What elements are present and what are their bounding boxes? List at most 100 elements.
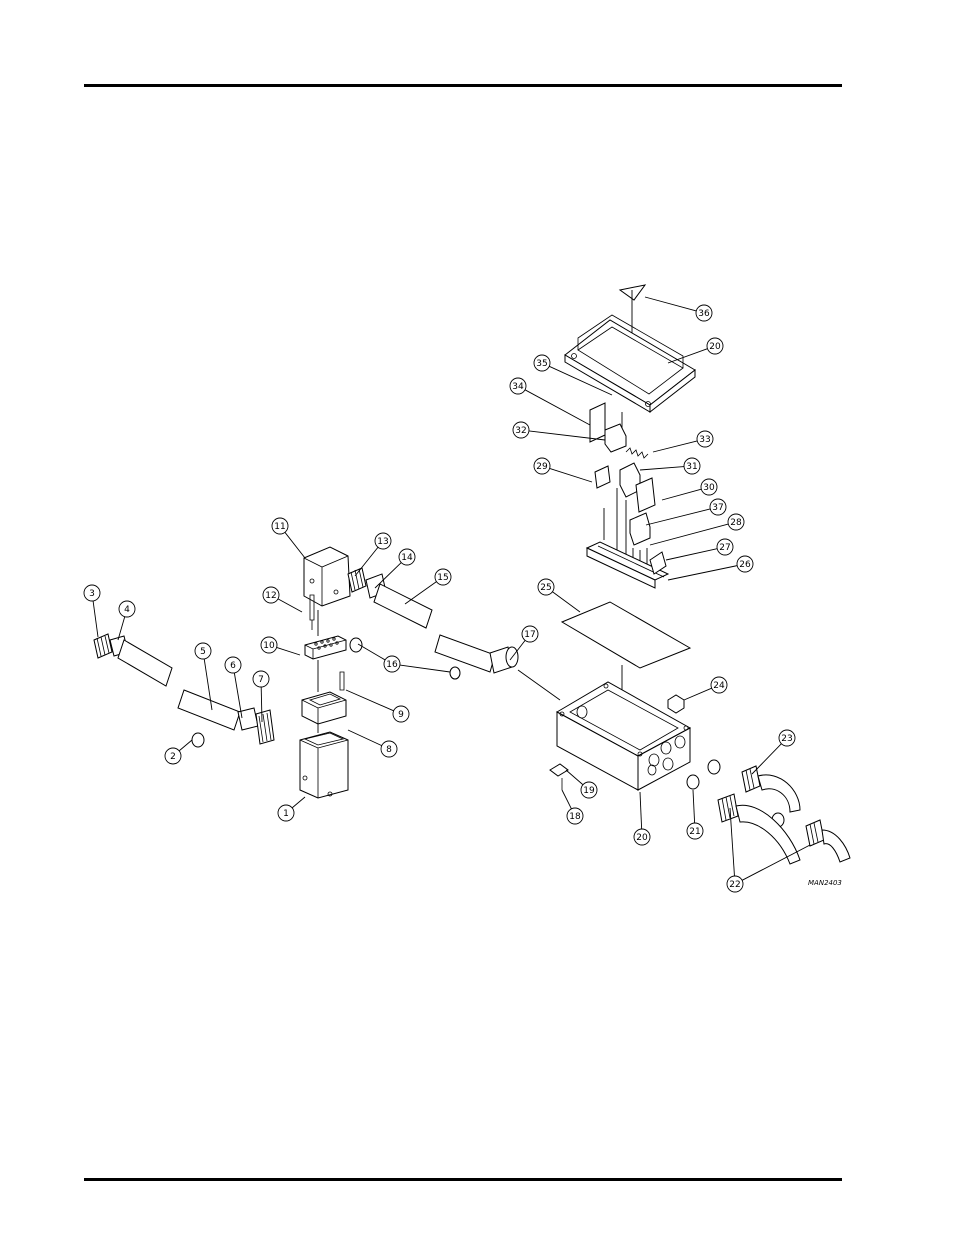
leader-line [260, 686, 263, 723]
leader-line [741, 844, 811, 881]
callout-32: 32 [512, 421, 530, 439]
callout-circle [509, 377, 527, 395]
part-box-cover [564, 314, 696, 414]
leader-line [524, 389, 591, 426]
callout-circle [633, 828, 651, 846]
callout-11: 11 [271, 517, 289, 535]
callout-number: 36 [698, 309, 710, 319]
callout-circle [736, 555, 754, 573]
part-terminal-32 [604, 423, 627, 453]
callout-number: 2 [170, 752, 176, 762]
leader-line [639, 466, 685, 471]
callout-number: 3 [89, 589, 95, 599]
part-washer-2 [191, 732, 205, 748]
part-terminal-30 [635, 477, 656, 513]
callout-2: 2 [164, 747, 182, 765]
part-housing-base [299, 731, 349, 799]
part-terminal-29 [594, 465, 611, 489]
callout-circle [726, 875, 744, 893]
callout-36: 36 [695, 304, 713, 322]
callout-9: 9 [392, 705, 410, 723]
callout-number: 34 [512, 382, 524, 392]
callout-circle [512, 421, 530, 439]
connection-line [517, 669, 561, 701]
callout-circle [566, 807, 584, 825]
part-washer-16b [449, 666, 461, 680]
part-cable-gland-6 [237, 707, 275, 745]
leader-line [565, 769, 584, 786]
leader-line [276, 647, 301, 656]
callout-number: 15 [437, 573, 448, 583]
callout-circle [262, 586, 280, 604]
part-cable-upper [373, 583, 433, 629]
callout-14: 14 [398, 548, 416, 566]
callout-circle [380, 740, 398, 758]
callout-number: 37 [712, 503, 723, 513]
callout-21: 21 [686, 822, 704, 840]
part-cable-gland-22a [717, 793, 801, 865]
callout-circle [374, 532, 392, 550]
callout-29: 29 [533, 457, 551, 475]
callout-circle [118, 600, 136, 618]
part-spring-33 [625, 447, 649, 459]
callout-number: 29 [536, 462, 548, 472]
callout-circle [392, 705, 410, 723]
leader-line [399, 664, 451, 673]
part-washer-21a [707, 759, 721, 775]
callout-number: 6 [230, 661, 236, 671]
callout-8: 8 [380, 740, 398, 758]
callout-circle [695, 304, 713, 322]
callout-circle [778, 729, 796, 747]
callout-number: 23 [781, 734, 792, 744]
callout-bubbles: 1234567891011121314151617181920202122232… [83, 304, 796, 893]
callout-16: 16 [383, 655, 401, 673]
part-box-body [555, 681, 692, 791]
callout-28: 28 [727, 513, 745, 531]
callout-circle [252, 670, 270, 688]
callout-circle [686, 822, 704, 840]
callout-number: 35 [536, 359, 547, 369]
callout-26: 26 [736, 555, 754, 573]
callout-number: 5 [200, 647, 206, 657]
part-pin [309, 594, 315, 630]
leader-line [683, 687, 712, 701]
callout-number: 4 [124, 605, 130, 615]
callout-circle [533, 457, 551, 475]
callout-15: 15 [434, 568, 452, 586]
bottom-rule [84, 1178, 842, 1181]
callout-number: 12 [265, 591, 276, 601]
leader-lines [92, 296, 811, 881]
callout-33: 33 [696, 430, 714, 448]
leader-line [549, 365, 613, 396]
part-cable-mid [434, 634, 496, 673]
callout-circle [271, 517, 289, 535]
leader-line [92, 600, 99, 638]
callout-number: 9 [398, 710, 404, 720]
leader-line [665, 548, 718, 561]
callout-number: 7 [258, 675, 264, 685]
part-washer-16a [349, 637, 363, 653]
callout-34: 34 [509, 377, 527, 395]
leader-line [178, 739, 193, 752]
leader-line [509, 640, 526, 661]
leader-line [561, 789, 572, 810]
callout-20: 20 [706, 337, 724, 355]
callout-circle [277, 804, 295, 822]
callout-circle [533, 354, 551, 372]
leader-line [277, 598, 303, 613]
callout-number: 28 [730, 518, 742, 528]
callout-22: 22 [726, 875, 744, 893]
part-din-rail [585, 541, 670, 589]
leader-line [645, 508, 711, 526]
drawing-code: MAN2403 [808, 879, 842, 887]
callout-circle [194, 642, 212, 660]
callout-13: 13 [374, 532, 392, 550]
callout-25: 25 [537, 578, 555, 596]
part-cable-left [117, 639, 173, 687]
leader-line [291, 796, 306, 809]
callout-circle [383, 655, 401, 673]
callout-5: 5 [194, 642, 212, 660]
callout-1: 1 [277, 804, 295, 822]
callout-number: 24 [713, 681, 725, 691]
leader-line [644, 296, 697, 312]
